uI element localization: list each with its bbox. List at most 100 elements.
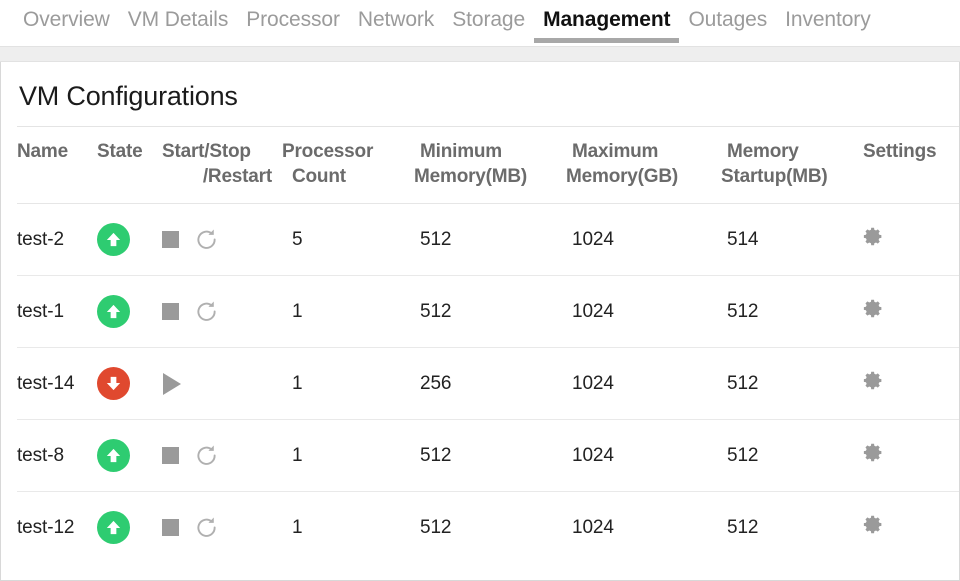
gear-icon[interactable] xyxy=(863,514,884,535)
vm-configurations-table: Name State Start/Stop /Restart Processor… xyxy=(17,125,959,564)
cell-memory-startup: 512 xyxy=(721,419,863,493)
page-title: VM Configurations xyxy=(19,81,238,111)
tab-label: Network xyxy=(357,8,435,31)
stop-icon[interactable] xyxy=(162,231,179,249)
tab-outages[interactable]: Outages xyxy=(679,6,776,34)
tab-network[interactable]: Network xyxy=(349,6,443,34)
cell-state xyxy=(97,203,162,277)
cell-memory-startup: 512 xyxy=(721,275,863,349)
column-header-settings: Settings xyxy=(863,125,959,205)
tab-inventory[interactable]: Inventory xyxy=(776,6,879,34)
tab-label: Processor xyxy=(246,8,340,31)
column-header-processor-line2: Count xyxy=(292,165,346,187)
column-header-actions-line1: Start/Stop xyxy=(162,141,251,162)
restart-icon[interactable] xyxy=(195,444,218,467)
cell-vm-name: test-14 xyxy=(17,347,97,421)
cell-actions xyxy=(162,347,282,421)
column-header-startmem-line2: Startup(MB) xyxy=(721,165,828,187)
gear-icon[interactable] xyxy=(863,442,884,463)
action-buttons-group xyxy=(162,372,282,395)
gear-icon[interactable] xyxy=(863,298,884,319)
cell-state xyxy=(97,492,162,564)
arrow-up-circle-green-icon[interactable] xyxy=(97,439,130,473)
cell-processor-count: 5 xyxy=(282,203,414,277)
tab-label: Outages xyxy=(688,8,768,31)
column-header-settings-text: Settings xyxy=(863,141,937,162)
stop-icon[interactable] xyxy=(162,519,179,537)
column-header-maximum-memory: Maximum Memory(GB) xyxy=(566,125,721,205)
cell-vm-name: test-1 xyxy=(17,275,97,349)
stop-icon[interactable] xyxy=(162,303,179,321)
column-header-minmem-line1: Minimum xyxy=(420,141,502,162)
cell-memory-startup: 512 xyxy=(727,516,759,538)
cell-maximum-memory: 1024 xyxy=(566,347,721,421)
tabs-separator-band xyxy=(0,46,960,62)
start-icon[interactable] xyxy=(163,372,181,395)
action-buttons-group xyxy=(162,228,282,251)
column-header-name-text: Name xyxy=(17,141,68,162)
cell-maximum-memory: 1024 xyxy=(566,419,721,493)
tab-vm-details[interactable]: VM Details xyxy=(119,6,238,34)
arrow-up-circle-green-icon[interactable] xyxy=(97,295,130,329)
restart-icon[interactable] xyxy=(195,228,218,251)
gear-icon[interactable] xyxy=(863,226,884,247)
cell-actions xyxy=(162,492,282,564)
tab-label: Overview xyxy=(23,8,110,31)
column-header-minmem-line2: Memory(MB) xyxy=(414,165,528,187)
cell-state xyxy=(97,275,162,349)
action-buttons-group xyxy=(162,516,282,539)
tab-bar: Overview VM Details Processor Network Storag… xyxy=(0,0,960,46)
cell-settings xyxy=(863,347,959,421)
cell-minimum-memory: 256 xyxy=(414,347,566,421)
cell-minimum-memory: 512 xyxy=(420,516,452,538)
cell-processor-count: 1 xyxy=(292,516,303,538)
tab-storage[interactable]: Storage xyxy=(443,6,534,34)
column-header-memory-startup: Memory Startup(MB) xyxy=(721,125,863,205)
cell-processor-count: 1 xyxy=(282,419,414,493)
tab-overview[interactable]: Overview xyxy=(14,6,119,34)
restart-icon[interactable] xyxy=(195,516,218,539)
cell-actions xyxy=(162,203,282,277)
cell-state xyxy=(97,419,162,493)
column-header-maxmem-line1: Maximum xyxy=(572,141,659,162)
tab-management[interactable]: Management xyxy=(534,6,680,43)
cell-maximum-memory: 1024 xyxy=(566,203,721,277)
column-header-actions-line2: /Restart xyxy=(202,165,272,187)
tab-label: Management xyxy=(543,8,671,31)
cell-minimum-memory: 512 xyxy=(414,275,566,349)
tab-label: VM Details xyxy=(127,8,229,31)
cell-actions xyxy=(162,419,282,493)
cell-vm-name: test-8 xyxy=(17,419,97,493)
table-row: test-12 1 512 1024 512 xyxy=(17,492,959,564)
tab-processor[interactable]: Processor xyxy=(237,6,349,34)
arrow-up-circle-green-icon[interactable] xyxy=(97,511,130,545)
cell-settings xyxy=(863,275,959,349)
tab-label: Storage xyxy=(452,8,526,31)
column-header-processor-count: Processor Count xyxy=(282,125,414,205)
column-header-name: Name xyxy=(17,125,97,205)
action-buttons-group xyxy=(162,444,282,467)
cell-minimum-memory: 512 xyxy=(414,203,566,277)
column-header-processor-line1: Processor xyxy=(282,141,374,162)
cell-vm-name: test-12 xyxy=(17,516,75,538)
column-header-state: State xyxy=(97,125,162,205)
column-header-actions: Start/Stop /Restart xyxy=(162,125,282,205)
cell-memory-startup: 512 xyxy=(721,347,863,421)
cell-processor-count: 1 xyxy=(282,347,414,421)
stop-icon[interactable] xyxy=(162,447,179,465)
arrow-up-circle-green-icon[interactable] xyxy=(97,223,130,257)
column-header-startmem-line1: Memory xyxy=(727,141,799,162)
restart-icon[interactable] xyxy=(195,300,218,323)
column-header-minimum-memory: Minimum Memory(MB) xyxy=(414,125,566,205)
active-tab-underline xyxy=(534,38,680,43)
cell-minimum-memory: 512 xyxy=(414,419,566,493)
cell-settings xyxy=(863,203,959,277)
gear-icon[interactable] xyxy=(863,370,884,391)
arrow-down-circle-red-icon[interactable] xyxy=(97,367,130,401)
cell-maximum-memory: 1024 xyxy=(572,516,614,538)
cell-state xyxy=(97,347,162,421)
